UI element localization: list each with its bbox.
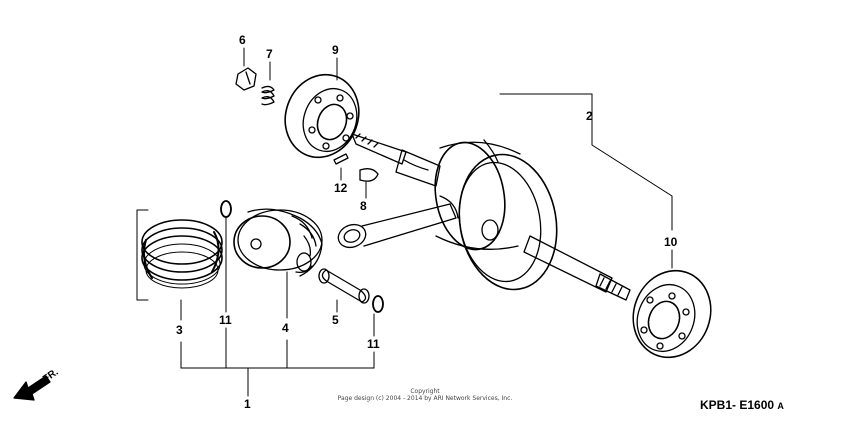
callout-5: 5 [332,313,339,327]
bolt [235,67,257,91]
front-direction-arrow-icon [13,375,51,401]
callout-11-left: 11 [219,313,232,327]
figure-revision: A [777,401,784,411]
piston-pin-clip-left [220,200,232,218]
callout-1: 1 [244,397,251,411]
spring [261,85,275,106]
callout-7: 7 [266,47,273,61]
copyright-line-2: Page design (c) 2004 - 2014 by ARI Netwo… [337,395,513,402]
copyright-line-1: Copyright [410,388,440,395]
callout-10: 10 [664,235,678,249]
figure-code: KPB1- E1600 A [700,398,784,412]
connecting-rod [337,195,459,249]
callout-6: 6 [239,33,246,47]
copyright-notice: Copyright Page design (c) 2004 - 2014 by… [300,388,550,402]
woodruff-key [333,153,349,165]
bearing-upper [284,73,360,159]
piston-rings [141,219,223,289]
crankshaft [351,133,631,301]
figure-code-text: KPB1- E1600 [700,398,775,412]
callout-9: 9 [332,43,339,57]
piston-pin [318,268,370,304]
callout-8: 8 [360,199,367,213]
leader-lines [136,47,673,397]
crank-key [359,168,379,182]
callout-12: 12 [334,181,348,195]
callout-11-right: 11 [367,337,380,351]
piston-pin-clip-right [372,295,384,313]
piston [233,208,323,277]
callout-2: 2 [586,109,593,123]
callout-3: 3 [176,323,183,337]
callout-4: 4 [282,321,289,335]
bearing-lower [632,269,712,359]
